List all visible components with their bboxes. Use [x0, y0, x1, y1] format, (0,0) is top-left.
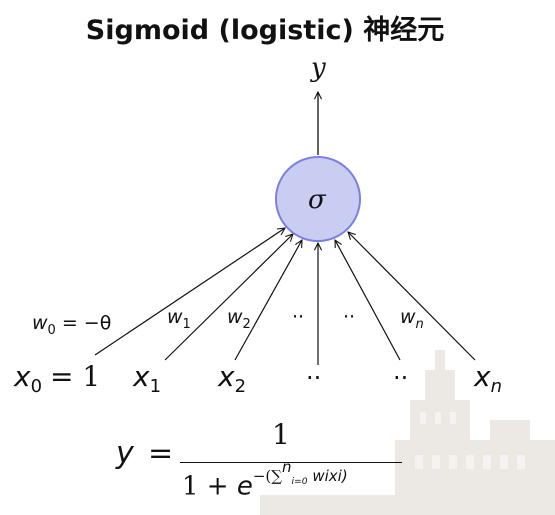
- weight-label-0: w0= −θ: [32, 312, 111, 338]
- sigmoid-node: [275, 156, 361, 242]
- formula-numerator: 1: [272, 418, 290, 451]
- weight-label-5: wn: [400, 306, 424, 332]
- diagram-title: Sigmoid (logistic) 神经元: [85, 15, 445, 46]
- weight-label-1: w1: [167, 306, 191, 332]
- weight-label-2: w2: [227, 306, 251, 332]
- weight-label-4: ··: [343, 306, 355, 328]
- input-arrow-4: [335, 240, 401, 361]
- input-label-0: x0= 1: [13, 360, 100, 397]
- input-label-3: ··: [306, 364, 321, 392]
- input-arrow-0: [94, 228, 285, 356]
- weight-label-3: ··: [292, 306, 304, 328]
- input-label-5: xn: [473, 360, 502, 397]
- formula-lhs: y: [116, 436, 134, 471]
- input-label-4: ··: [393, 364, 408, 392]
- input-label-1: x1: [132, 360, 161, 397]
- sigmoid-formula: y = 1 1 + e−(∑ni=0 wixi): [110, 418, 410, 502]
- sigma-label: σ: [308, 185, 327, 215]
- input-label-2: x2: [217, 360, 246, 397]
- fraction-bar: [180, 462, 402, 463]
- formula-denominator: 1 + e−(∑ni=0 wixi): [182, 458, 348, 502]
- input-arrow-2: [234, 240, 302, 361]
- input-arrow-1: [164, 234, 293, 361]
- input-arrow-5: [348, 232, 476, 361]
- output-label: y: [310, 53, 326, 83]
- formula-equals: =: [148, 436, 174, 471]
